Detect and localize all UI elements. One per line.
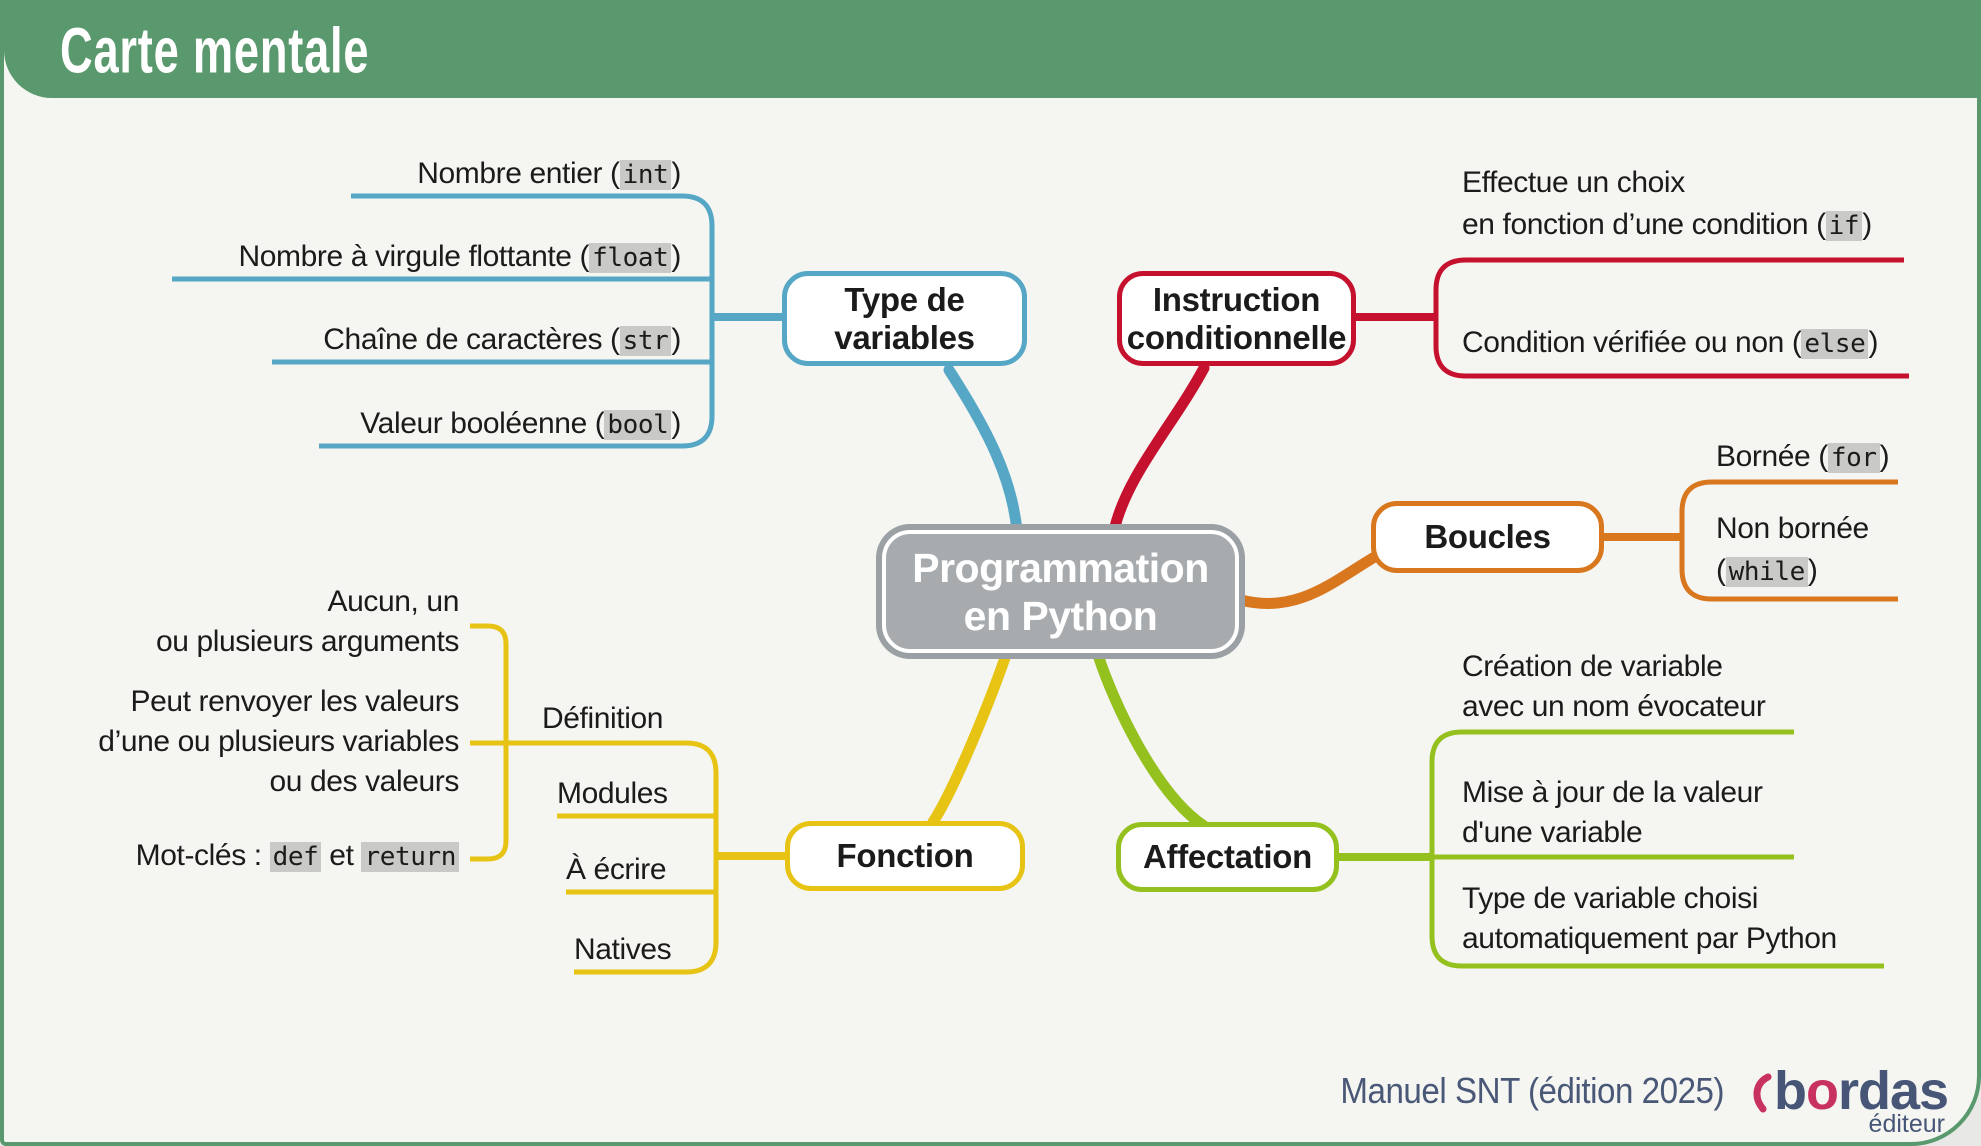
leaf-effectue-choix: Effectue un choix en fonction d’une cond…: [1462, 166, 1872, 241]
leaf-type-automatique: Type de variable choisi automatiquement …: [1462, 882, 1837, 955]
leaf-valeur-booleenne: Valeur booléenne (bool): [360, 407, 681, 440]
code-def: def: [269, 842, 322, 872]
label-modules: Modules: [557, 777, 668, 810]
code-str: str: [619, 326, 672, 356]
leaf-chaine-caracteres: Chaîne de caractères (str): [323, 323, 681, 356]
code-return: return: [361, 842, 459, 872]
leaf-condition-verifiee: Condition vérifiée ou non (else): [1462, 326, 1879, 359]
node-assignment-label: Affectation: [1142, 838, 1313, 875]
central-node: Programmation en Python: [882, 530, 1239, 653]
leaf-renvoyer-valeurs: Peut renvoyer les valeurs d’une ou plusi…: [98, 685, 459, 798]
bordas-editeur-label: éditeur: [1868, 1110, 1945, 1138]
leaf-non-bornee: Non bornée (while): [1716, 512, 1869, 587]
node-loops-label: Boucles: [1424, 518, 1551, 555]
code-for: for: [1827, 443, 1880, 473]
leaf-mise-a-jour: Mise à jour de la valeur d'une variable: [1462, 776, 1763, 849]
leaf-bornee: Bornée (for): [1716, 440, 1890, 473]
code-else: else: [1801, 329, 1869, 359]
node-instruction-conditionnelle: Instruction conditionnelle: [1117, 271, 1356, 366]
label-a-ecrire: À écrire: [566, 853, 667, 886]
edition-caption: Manuel SNT (édition 2025): [1340, 1070, 1724, 1111]
code-while: while: [1725, 557, 1808, 587]
code-float: float: [589, 243, 672, 273]
leaf-creation-variable: Création de variable avec un nom évocate…: [1462, 650, 1766, 723]
node-affectation: Affectation: [1116, 822, 1339, 892]
header-bar: [4, 4, 1977, 98]
node-fonction: Fonction: [785, 821, 1025, 891]
central-node-line2: en Python: [963, 592, 1158, 639]
node-boucles: Boucles: [1371, 501, 1604, 573]
code-bool: bool: [604, 410, 672, 440]
label-definition: Définition: [542, 702, 664, 735]
label-natives: Natives: [574, 933, 672, 966]
central-node-line1: Programmation: [912, 544, 1209, 591]
code-int: int: [619, 160, 672, 190]
leaf-mot-cles: Mot-clés : def et return: [136, 836, 459, 877]
bordas-swoosh-icon: [1748, 1071, 1772, 1120]
node-type-label: Type de variables: [834, 280, 975, 356]
node-conditional-label: Instruction conditionnelle: [1126, 280, 1347, 356]
bordas-logo: bordas: [1748, 1060, 1949, 1122]
bordas-wordmark: bordas: [1774, 1061, 1949, 1121]
leaf-nombre-virgule: Nombre à virgule flottante (float): [238, 240, 681, 273]
leaf-nombre-entier: Nombre entier (int): [417, 157, 681, 190]
node-functions-label: Fonction: [836, 837, 974, 874]
code-if: if: [1825, 211, 1863, 241]
functions-branch-lines: [470, 623, 1012, 975]
node-type-de-variables: Type de variables: [782, 271, 1027, 366]
page-title: Carte mentale: [60, 15, 370, 87]
leaf-arguments: Aucun, un ou plusieurs arguments: [155, 585, 459, 658]
